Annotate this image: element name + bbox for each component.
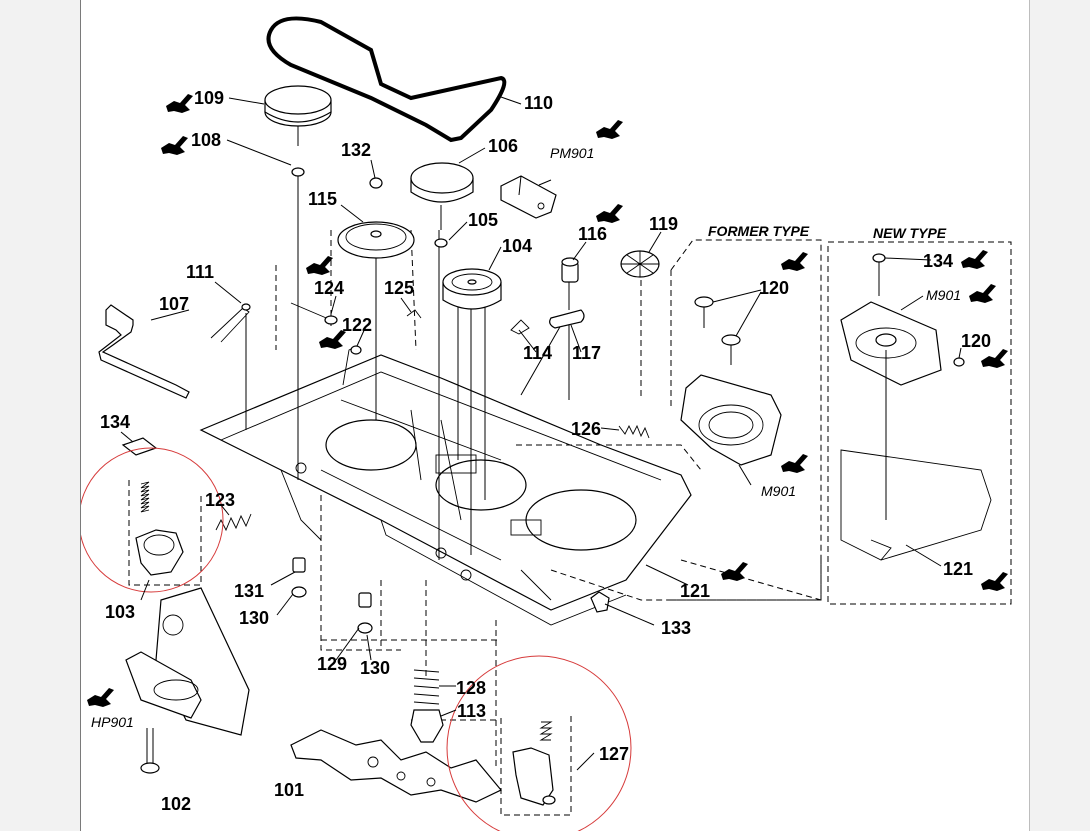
callout-115: 115 [308,189,337,209]
callout-102: 102 [161,794,191,814]
spring-126 [618,424,650,439]
callout-125: 125 [384,278,414,298]
callout-134-left: 134 [100,412,130,432]
callout-101: 101 [274,780,304,800]
new-type-panel [827,241,1012,605]
callout-124: 124 [314,278,344,298]
washer-105 [434,238,448,248]
holder-127 [500,712,572,816]
callout-120-former: 120 [759,278,789,298]
washer-108 [291,167,305,177]
callout-130-left: 130 [239,608,269,628]
ref-hp901: HP901 [91,714,134,730]
ref-m901-new: M901 [926,287,961,303]
callout-122: 122 [342,315,372,335]
callout-132: 132 [341,140,371,160]
callout-120-new: 120 [961,331,991,351]
callout-106: 106 [488,136,518,156]
shaft-lines [245,168,570,560]
pulley-109 [264,85,332,146]
section-headers: FORMER TYPE NEW TYPE [708,223,947,241]
new-type-header: NEW TYPE [873,225,947,241]
ref-m901-former: M901 [761,483,796,499]
spring-125 [406,309,422,319]
part-133 [590,591,610,613]
pulley-106 [410,162,474,230]
washer-132 [369,177,383,189]
spring-124 [290,302,332,321]
bracket-107 [98,304,190,399]
callout-121-new: 121 [943,559,973,579]
gear-104 [442,268,502,310]
belt-110 [266,16,507,143]
bracket-hp901 [125,587,250,736]
highlight-circle-left [81,447,224,593]
holder-103 [128,480,202,586]
spring-111 [210,307,250,343]
roller-116 [561,257,579,283]
callout-127: 127 [599,744,629,764]
spacer-131 [292,557,306,573]
spring-128 [413,669,440,705]
callout-123: 123 [205,490,235,510]
pad-134 [121,437,158,456]
callout-134-new: 134 [923,251,953,271]
callout-130-right: 130 [360,658,390,678]
callout-126: 126 [571,419,601,439]
sensor-pm901 [500,175,557,219]
callout-103: 103 [105,602,135,622]
leader-lines [120,96,962,771]
callout-116: 116 [578,224,607,244]
main-chassis [199,354,692,626]
callout-108: 108 [191,130,221,150]
assembly-dashed-lines [275,229,822,770]
former-type-header: FORMER TYPE [708,223,810,239]
washer-130b [357,622,373,634]
lever-117 [549,282,585,329]
reference-labels: PM901 M901 M901 HP901 [91,145,961,730]
plate-101 [290,729,502,803]
callout-131: 131 [234,581,264,601]
callout-113: 113 [457,701,486,721]
ref-pm901: PM901 [550,145,594,161]
spring-114 [510,319,530,335]
plunger-113 [410,709,444,743]
callout-105: 105 [468,210,498,230]
washer-130a [291,586,307,598]
spring-123 [215,513,252,532]
grease-applicator-icon [87,94,1008,707]
callout-133: 133 [661,618,691,638]
spacer-129 [358,592,372,608]
highlight-circle-bottom [446,655,632,831]
wheel-119 [620,250,660,278]
callout-labels: 101 102 103 104 105 106 107 108 109 110 … [100,88,991,814]
callout-128: 128 [456,678,486,698]
callout-109: 109 [194,88,224,108]
callout-104: 104 [502,236,532,256]
callout-117: 117 [572,343,601,363]
exploded-parts-diagram: FORMER TYPE NEW TYPE 101 102 103 104 105… [81,16,1012,831]
callout-129: 129 [317,654,347,674]
callout-114: 114 [523,343,552,363]
screw-102 [140,728,160,774]
former-type-panel [670,239,822,601]
document-page: FORMER TYPE NEW TYPE 101 102 103 104 105… [80,0,1030,831]
callout-110: 110 [524,93,553,113]
callout-107: 107 [159,294,189,314]
callout-121-former: 121 [680,581,710,601]
gear-115 [337,221,415,259]
callout-119: 119 [649,214,678,234]
callout-111: 111 [186,262,214,282]
